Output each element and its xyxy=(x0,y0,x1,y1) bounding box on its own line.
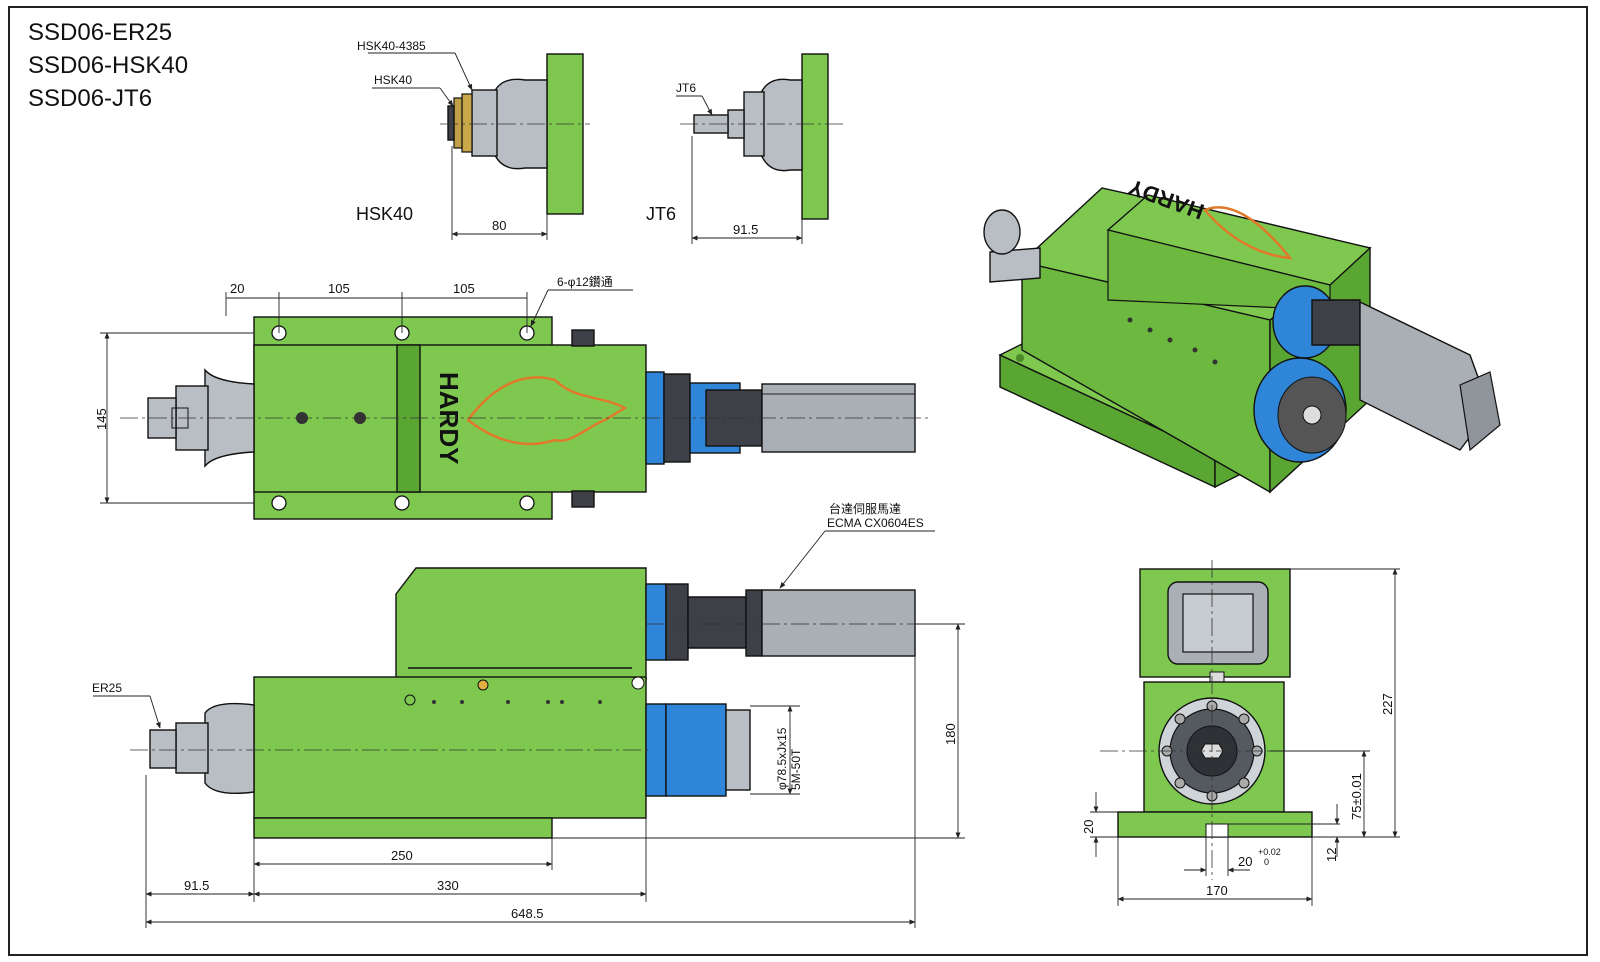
dim-center-75: 75±0.01 xyxy=(1349,773,1364,820)
dim-slot-tol-upper: +0.02 xyxy=(1258,847,1281,857)
callout-motor-model: ECMA CX0604ES xyxy=(827,516,924,530)
dim-end-227: 227 xyxy=(1380,693,1395,715)
callout-motor-cn: 台達伺服馬達 xyxy=(829,501,901,516)
isometric-view: HARDY xyxy=(983,174,1501,494)
callout-er25: ER25 xyxy=(92,681,122,695)
dim-slot-depth-12: 12 xyxy=(1324,848,1339,862)
callout-hsk40-4385: HSK40-4385 xyxy=(357,39,426,53)
model-title-hsk40: SSD06-HSK40 xyxy=(28,52,188,79)
drawing-frame xyxy=(8,6,1588,956)
dim-slot-width-20: 20 xyxy=(1238,854,1252,869)
callout-jt6: JT6 xyxy=(676,81,696,95)
jt6-detail-view: 91.5 JT6 JT6 xyxy=(646,53,845,244)
dim-pitch-1: 105 xyxy=(328,281,350,296)
dim-height-180: 180 xyxy=(943,723,958,745)
callout-pulley-dia: φ78.5xJx15 xyxy=(775,727,789,790)
dim-pitch-2: 105 xyxy=(453,281,475,296)
hsk40-detail-view: 80 HSK40-4385 HSK40 HSK40 xyxy=(356,39,590,240)
dim-base-20: 20 xyxy=(1081,820,1096,834)
dim-slot-tol-lower: 0 xyxy=(1264,857,1269,867)
dim-edge-20: 20 xyxy=(230,281,244,296)
model-title-er25: SSD06-ER25 xyxy=(28,19,172,46)
dim-base-width-170: 170 xyxy=(1206,883,1228,898)
callout-hsk40: HSK40 xyxy=(374,73,412,87)
dim-body-330: 330 xyxy=(437,878,459,893)
view-label-hsk40: HSK40 xyxy=(356,204,413,224)
view-label-jt6: JT6 xyxy=(646,204,676,224)
dim-jt6-length: 91.5 xyxy=(733,222,758,237)
top-view: HARDY 20 105 105 6-φ12鑽通 145 xyxy=(94,274,930,520)
model-title-jt6: SSD06-JT6 xyxy=(28,85,152,112)
dim-overall-648-5: 648.5 xyxy=(511,906,544,921)
end-view: 227 75±0.01 20 12 20 +0.02 0 170 xyxy=(1081,560,1400,906)
front-view: ER25 台達伺服馬達 ECMA CX0604ES φ78.5xJx15 5M-… xyxy=(92,501,965,928)
dim-hsk-length: 80 xyxy=(492,218,506,233)
dim-width-145: 145 xyxy=(94,408,109,430)
dim-body-250: 250 xyxy=(391,848,413,863)
callout-pulley-belt: 5M-50T xyxy=(789,748,803,790)
dim-tool-91-5: 91.5 xyxy=(184,878,209,893)
callout-holes: 6-φ12鑽通 xyxy=(557,274,613,289)
